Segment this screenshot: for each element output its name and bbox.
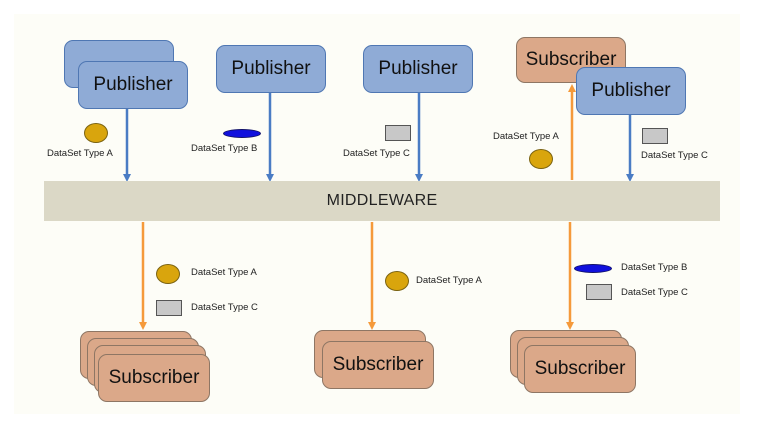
subscriber-1: Subscriber	[98, 354, 210, 402]
dataset-c-token	[156, 300, 182, 316]
middleware-bar: MIDDLEWARE	[44, 181, 720, 221]
publisher-2: Publisher	[216, 45, 326, 93]
middleware-label: MIDDLEWARE	[326, 192, 438, 209]
dataset-a-label: DataSet Type A	[191, 267, 257, 278]
publisher-1: Publisher	[78, 61, 188, 109]
subscriber-1-label: Subscriber	[108, 367, 200, 388]
dataset-c-token	[642, 128, 668, 144]
dataset-a-token	[529, 149, 553, 169]
dataset-c-label: DataSet Type C	[621, 287, 688, 298]
subscriber-3: Subscriber	[524, 345, 636, 393]
dataset-a-token	[156, 264, 180, 284]
dataset-c-label: DataSet Type C	[191, 302, 258, 313]
subscriber-2: Subscriber	[322, 341, 434, 389]
dataset-b-label: DataSet Type B	[191, 143, 258, 154]
dataset-a-label: DataSet Type A	[416, 275, 482, 286]
publisher-1-label: Publisher	[93, 74, 173, 95]
dataset-c-label: DataSet Type C	[641, 150, 708, 161]
dataset-b-label: DataSet Type B	[621, 262, 688, 273]
dataset-b-token	[223, 129, 261, 138]
dataset-a-token	[84, 123, 108, 143]
dataset-c-token	[586, 284, 612, 300]
publisher-4-label: Publisher	[591, 80, 671, 101]
publisher-3-label: Publisher	[378, 58, 458, 79]
dataset-b-token	[574, 264, 612, 273]
subscriber-2-label: Subscriber	[332, 354, 424, 375]
dataset-a-token	[385, 271, 409, 291]
publisher-3: Publisher	[363, 45, 473, 93]
subscriber-top-label: Subscriber	[525, 49, 617, 70]
dataset-a-label: DataSet Type A	[493, 131, 559, 142]
publisher-2-label: Publisher	[231, 58, 311, 79]
publisher-4: Publisher	[576, 67, 686, 115]
dataset-c-token	[385, 125, 411, 141]
dataset-a-label: DataSet Type A	[47, 148, 113, 159]
subscriber-3-label: Subscriber	[534, 358, 626, 379]
dataset-c-label: DataSet Type C	[343, 148, 410, 159]
